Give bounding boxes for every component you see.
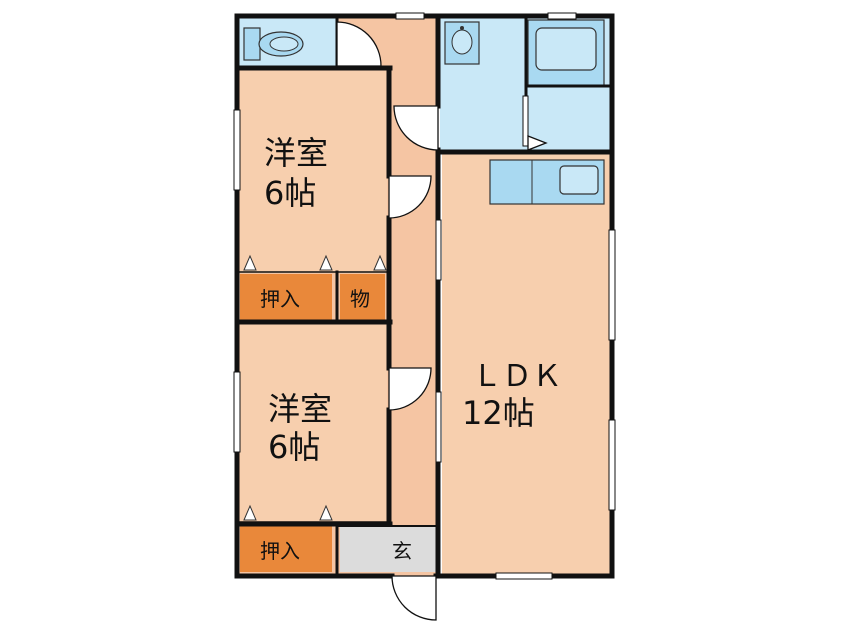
labels: 洋室 6帖 洋室 6帖 ＬＤＫ 12帖 押入 物 押入 玄 [260, 134, 562, 563]
window [495, 572, 553, 580]
entrance-label: 玄 [392, 539, 412, 563]
closet-markers [243, 254, 387, 521]
windows [233, 12, 616, 580]
closet-1-label: 押入 [260, 287, 300, 311]
fixtures [243, 19, 605, 205]
entrance-floor [340, 526, 436, 572]
western-room-2-size: 6帖 [268, 428, 320, 466]
western-room-1-size: 6帖 [264, 174, 316, 212]
ldk-floor [442, 154, 610, 574]
window [547, 12, 577, 20]
kitchen-sink-icon [489, 159, 605, 205]
window [608, 229, 616, 341]
sink-icon [444, 21, 480, 65]
closet-2 [240, 526, 332, 572]
closet-2-label: 押入 [260, 539, 300, 563]
bathtub-icon [527, 19, 605, 87]
western-room-2-floor [240, 324, 387, 521]
ldk-name: ＬＤＫ [472, 359, 562, 394]
window [233, 371, 241, 453]
sliding-doors [435, 95, 529, 463]
door-swing-icon [336, 21, 548, 621]
western-room-1-floor [240, 70, 387, 273]
toilet-icon [243, 27, 304, 61]
window [395, 12, 425, 20]
ldk-size: 12帖 [462, 394, 535, 432]
storage-label: 物 [350, 287, 370, 311]
storage-closet [340, 274, 385, 320]
western-room-2-name: 洋室 [268, 390, 332, 428]
window [233, 109, 241, 191]
western-room-1-name: 洋室 [264, 134, 328, 172]
closet-1 [240, 274, 332, 320]
window [608, 419, 616, 511]
